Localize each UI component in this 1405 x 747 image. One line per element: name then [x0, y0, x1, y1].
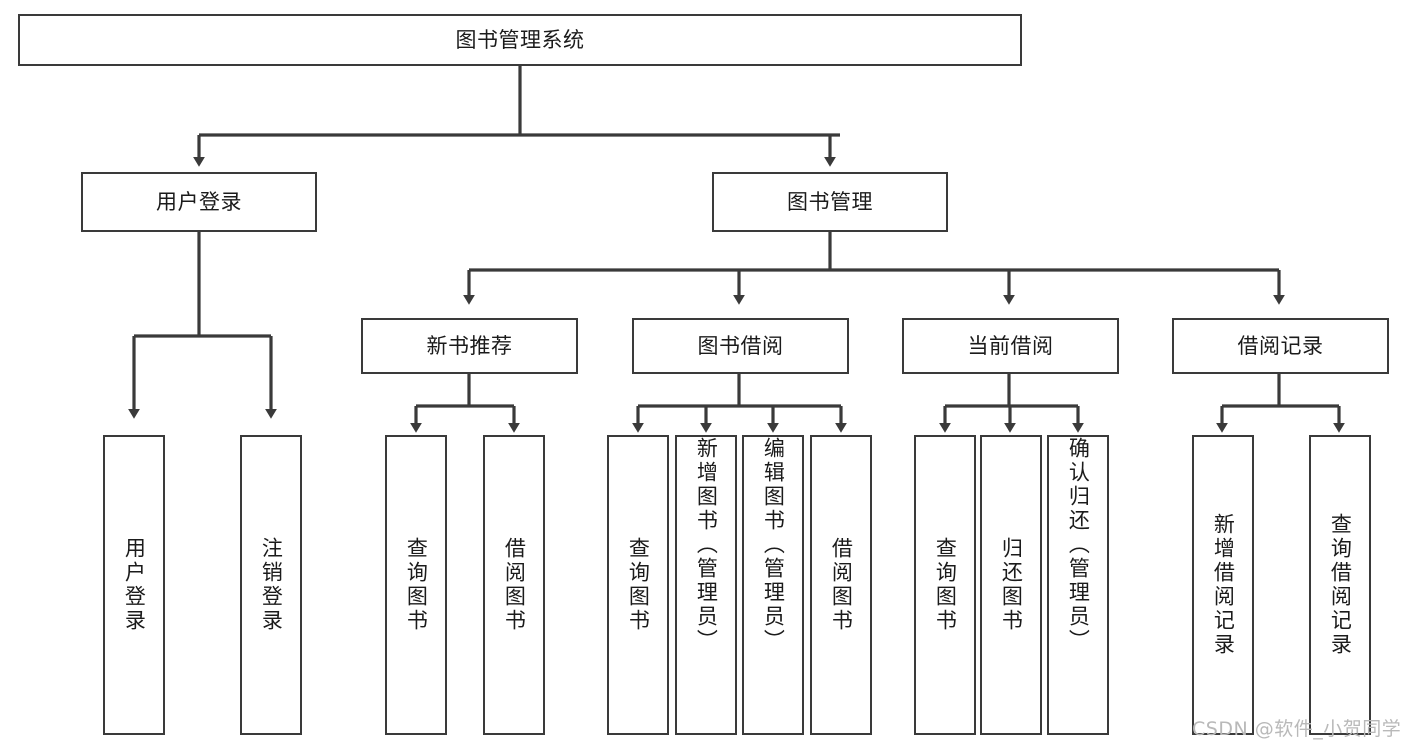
- node-leaf-current-return-book-label: 归还图书: [999, 537, 1024, 633]
- node-leaf-borrow-borrow-book[interactable]: 借阅图书: [810, 435, 872, 735]
- node-leaf-borrow-edit-book[interactable]: 编辑图书（管理员）: [742, 435, 804, 735]
- node-leaf-user-logout-label: 注销登录: [259, 537, 284, 633]
- node-leaf-record-query-label: 查询借阅记录: [1328, 513, 1353, 657]
- node-borrow-record[interactable]: 借阅记录: [1172, 318, 1389, 374]
- node-leaf-recommend-borrow-book-label: 借阅图书: [502, 537, 527, 633]
- node-leaf-borrow-add-book-label: 新增图书（管理员）: [694, 437, 719, 653]
- node-new-book-recommend-label: 新书推荐: [426, 333, 513, 358]
- node-leaf-borrow-query-book-label: 查询图书: [626, 537, 651, 633]
- node-leaf-current-query-book[interactable]: 查询图书: [914, 435, 976, 735]
- node-leaf-borrow-borrow-book-label: 借阅图书: [829, 537, 854, 633]
- node-leaf-borrow-query-book[interactable]: 查询图书: [607, 435, 669, 735]
- node-current-borrow[interactable]: 当前借阅: [902, 318, 1119, 374]
- node-borrow-record-label: 借阅记录: [1237, 333, 1324, 358]
- node-user-login-label: 用户登录: [156, 189, 242, 214]
- node-book-management[interactable]: 图书管理: [712, 172, 948, 232]
- node-current-borrow-label: 当前借阅: [967, 333, 1054, 358]
- node-leaf-current-return-book[interactable]: 归还图书: [980, 435, 1042, 735]
- node-leaf-borrow-edit-book-label: 编辑图书（管理员）: [761, 437, 786, 653]
- node-book-borrow[interactable]: 图书借阅: [632, 318, 849, 374]
- node-leaf-borrow-add-book[interactable]: 新增图书（管理员）: [675, 435, 737, 735]
- node-leaf-current-query-book-label: 查询图书: [933, 537, 958, 633]
- node-leaf-current-confirm-return-label: 确认归还（管理员）: [1066, 437, 1091, 653]
- node-user-login[interactable]: 用户登录: [81, 172, 317, 232]
- node-book-management-label: 图书管理: [787, 189, 873, 214]
- node-book-borrow-label: 图书借阅: [697, 333, 784, 358]
- node-root[interactable]: 图书管理系统: [18, 14, 1022, 66]
- node-leaf-user-logout[interactable]: 注销登录: [240, 435, 302, 735]
- node-leaf-current-confirm-return[interactable]: 确认归还（管理员）: [1047, 435, 1109, 735]
- node-leaf-recommend-query-book-label: 查询图书: [404, 537, 429, 633]
- node-leaf-recommend-query-book[interactable]: 查询图书: [385, 435, 447, 735]
- node-leaf-record-add[interactable]: 新增借阅记录: [1192, 435, 1254, 735]
- node-root-label: 图书管理系统: [455, 27, 585, 52]
- node-leaf-record-add-label: 新增借阅记录: [1211, 513, 1236, 657]
- node-leaf-user-login[interactable]: 用户登录: [103, 435, 165, 735]
- node-leaf-user-login-label: 用户登录: [122, 537, 147, 633]
- watermark: CSDN @软件_小贺同学: [1192, 718, 1402, 740]
- node-leaf-record-query[interactable]: 查询借阅记录: [1309, 435, 1371, 735]
- node-leaf-recommend-borrow-book[interactable]: 借阅图书: [483, 435, 545, 735]
- node-new-book-recommend[interactable]: 新书推荐: [361, 318, 578, 374]
